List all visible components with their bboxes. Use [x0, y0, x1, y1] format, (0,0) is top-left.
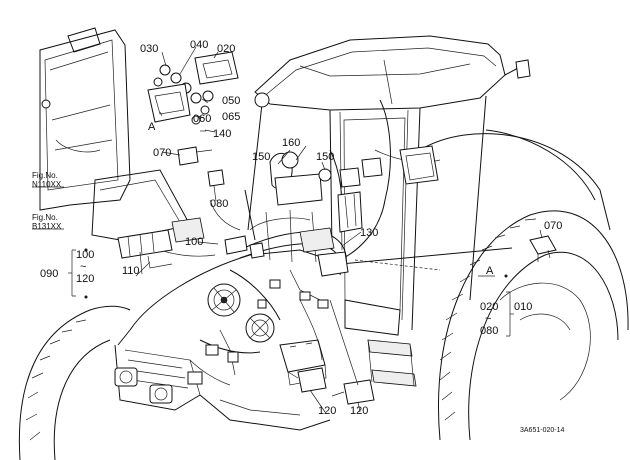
callout-050: 050: [222, 95, 240, 107]
callout-040: 040: [190, 39, 208, 51]
fig-ref-label-2: Fig.No.: [32, 213, 58, 222]
marker-a-top: A: [148, 121, 156, 133]
callout-160: 160: [282, 137, 300, 149]
callout-030: 030: [140, 43, 158, 55]
range-left-bottom: 120: [76, 273, 94, 285]
callout-110: 110: [122, 265, 140, 277]
fig-ref-label-1: Fig.No.: [32, 171, 58, 180]
harness-wires: [159, 59, 513, 386]
callout-120-b: 120: [350, 405, 368, 417]
range-left-top: 100: [76, 249, 94, 261]
callout-130: 130: [360, 227, 378, 239]
range-left-tilde: ~: [80, 261, 86, 273]
callout-140: 140: [213, 128, 231, 140]
callout-150-b: 150: [316, 151, 334, 163]
callout-070-left: 070: [153, 147, 171, 159]
callout-120-a: 120: [318, 405, 336, 417]
callout-100: 100: [185, 236, 203, 248]
callout-065: 065: [222, 111, 240, 123]
callout-020-top: 020: [217, 43, 235, 55]
fig-ref-code-2: B131XX: [32, 222, 62, 231]
leader-lines: [32, 46, 543, 413]
fig-ref-code-1: N110XX: [32, 180, 62, 189]
callout-labels: 030 040 020 A 050 060 065 140 070 080 15…: [32, 39, 564, 434]
callout-150-a: 150: [252, 151, 270, 163]
range-right-top: 020: [480, 301, 498, 313]
callout-080-left: 080: [210, 198, 228, 210]
range-right-ref: 010: [514, 301, 532, 313]
figure-code: 3A651-020-14: [520, 427, 564, 434]
range-right-bottom: 080: [480, 325, 498, 337]
components: [117, 51, 557, 385]
range-left-ref: 090: [40, 268, 58, 280]
marker-a-right: A: [486, 265, 494, 277]
callout-070-right: 070: [544, 220, 562, 232]
callout-060: 060: [193, 113, 211, 125]
range-right-tilde: ~: [485, 313, 491, 325]
